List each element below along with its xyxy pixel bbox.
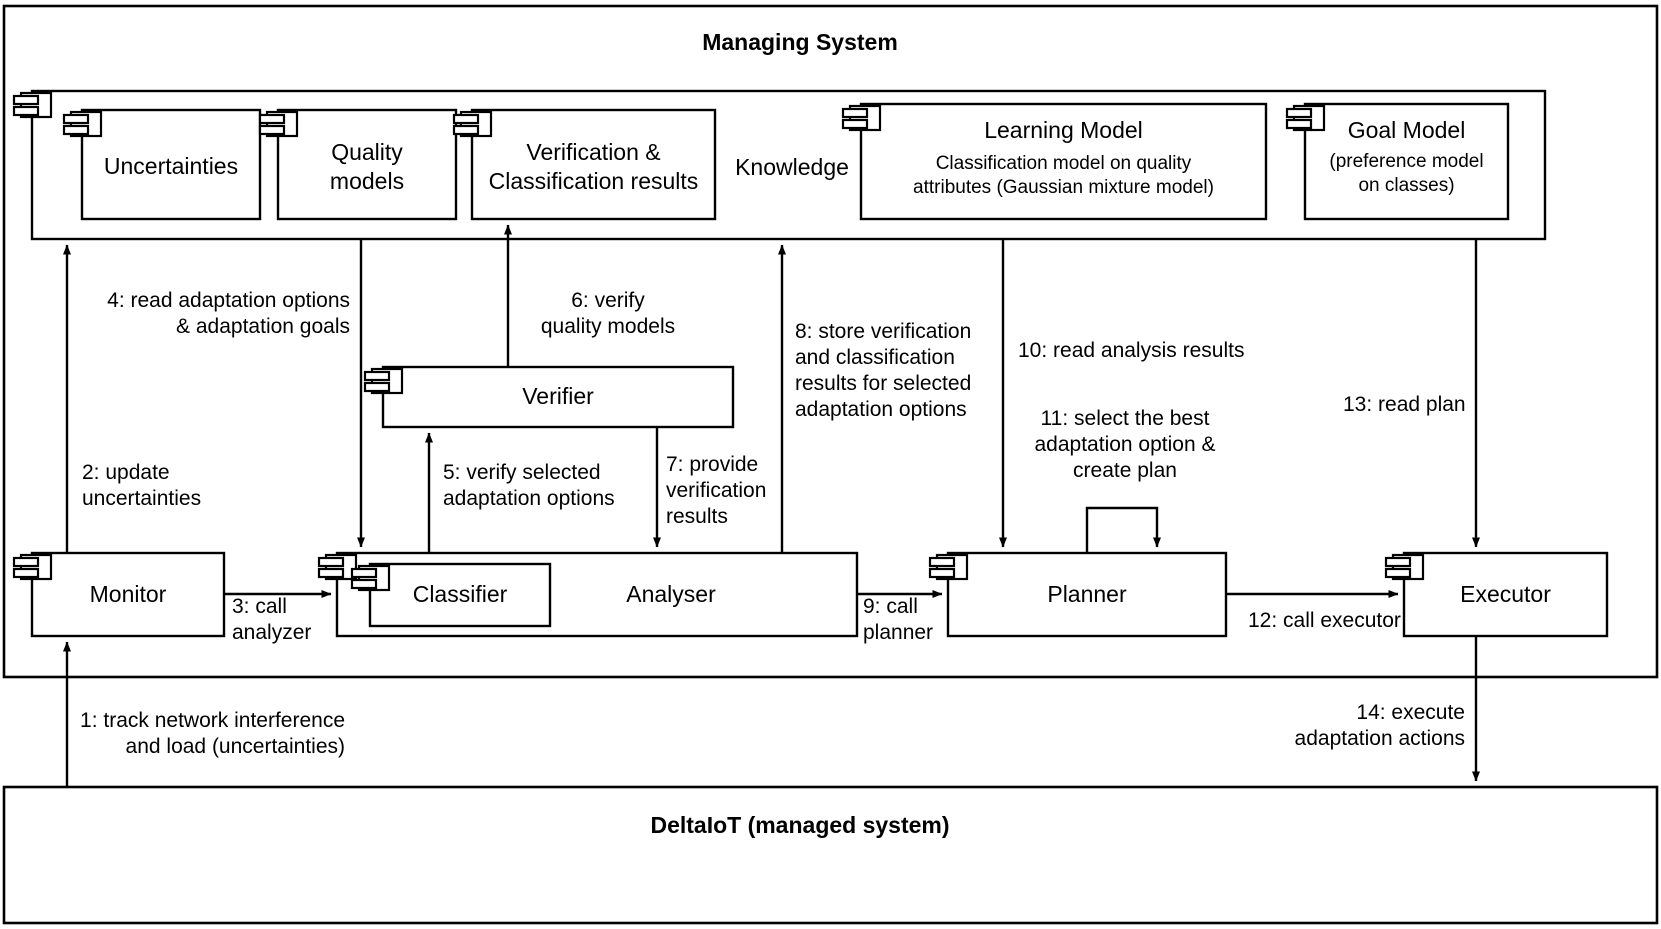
uml-component-icon [928, 553, 969, 581]
uml-component-icon [12, 91, 53, 119]
classifier-label: Classifier [412, 581, 508, 607]
message-9-label: 9: call planner [863, 595, 934, 644]
monitor-label: Monitor [89, 581, 167, 607]
learning-model-subtitle: Classification model on quality attribut… [913, 153, 1214, 198]
uml-component-icon [317, 553, 358, 581]
managed-system-frame [2, 785, 1659, 925]
goal-model-subtitle: (preference model on classes) [1329, 151, 1484, 196]
executor-label: Executor [1460, 581, 1551, 607]
uml-component-icon [841, 104, 882, 132]
uml-component-icon [363, 367, 404, 395]
message-3-label: 3: call analyzer [232, 595, 312, 644]
verifier-label: Verifier [522, 383, 594, 409]
message-11-label: 11: select the best adaptation option & … [1034, 407, 1216, 482]
message-1-label: 1: track network interference and load (… [80, 709, 345, 758]
analyser-label: Analyser [626, 581, 716, 607]
planner-label: Planner [1047, 581, 1127, 607]
executor-box [1402, 551, 1609, 638]
message-5-label: 5: verify selected adaptation options [443, 461, 615, 510]
verification-classification-label: Verification & Classification results [488, 139, 699, 194]
classifier-box [368, 562, 552, 628]
uml-component-icon [258, 110, 299, 138]
message-14-label: 14: execute adaptation actions [1294, 701, 1465, 750]
message-13-label: 13: read plan [1343, 393, 1466, 416]
uml-component-icon [452, 110, 493, 138]
uml-component-icon [12, 553, 53, 581]
managed-system-title: DeltaIoT (managed system) [650, 812, 950, 838]
uml-component-icon [350, 564, 391, 592]
managing-system-frame [2, 4, 1659, 679]
message-6-label: 6: verify quality models [540, 289, 676, 338]
knowledge-label: Knowledge [735, 154, 849, 180]
message-2-label: 2: update uncertainties [82, 461, 202, 510]
message-7-label: 7: provide verification results [666, 453, 767, 528]
verification-classification-box [470, 108, 717, 221]
uncertainties-label: Uncertainties [103, 153, 239, 179]
message-8-label: 8: store verification and classification… [795, 320, 972, 421]
quality-models-box [276, 108, 458, 221]
uml-component-icon [62, 110, 103, 138]
verifier-box [381, 365, 735, 429]
learning-model-label: Learning Model [984, 117, 1143, 143]
page-title: Managing System [702, 29, 898, 55]
uml-component-icon [1384, 553, 1425, 581]
quality-models-label: Quality models [329, 139, 405, 194]
uml-component-icon [1285, 104, 1326, 132]
message-12-label: 12: call executor [1248, 609, 1401, 632]
connector-11 [1085, 506, 1161, 553]
uncertainties-box [80, 108, 262, 221]
message-4-label: 4: read adaptation options & adaptation … [107, 289, 350, 338]
goal-model-box [1303, 102, 1510, 221]
learning-model-box [859, 102, 1268, 221]
message-10-label: 10: read analysis results [1018, 339, 1245, 362]
goal-model-label: Goal Model [1347, 117, 1466, 143]
